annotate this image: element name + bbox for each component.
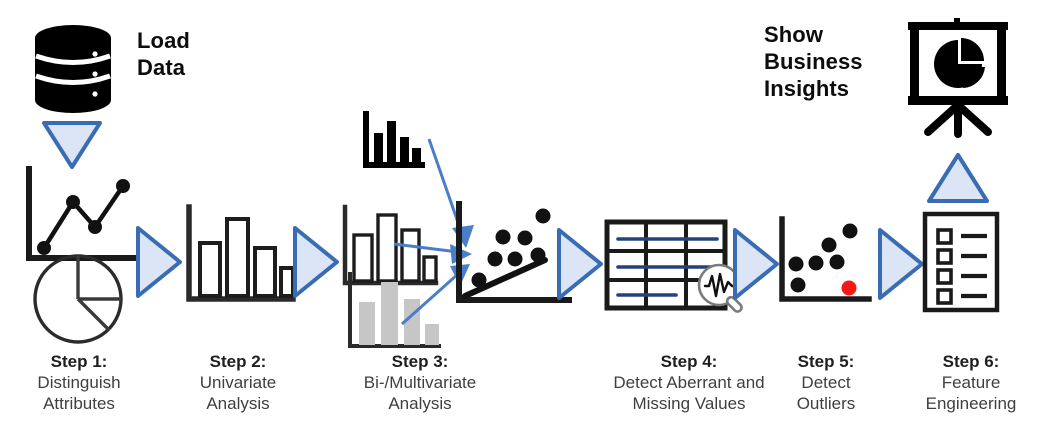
pie-chart-icon xyxy=(30,252,126,346)
arrow-step3-step4 xyxy=(555,226,605,302)
step-desc-1: Distinguish Attributes xyxy=(37,373,121,413)
step-number-1: Step 1: xyxy=(50,352,108,371)
bar-chart-filled-icon xyxy=(362,111,425,174)
bar-chart-outline-icon xyxy=(183,204,296,313)
arrow-insights-up xyxy=(925,151,991,205)
step-label-3: Step 3: Bi-/Multivariate Analysis xyxy=(325,352,515,414)
step-number-4: Step 4: xyxy=(660,352,718,371)
step-label-4: Step 4: Detect Aberrant and Missing Valu… xyxy=(585,352,793,414)
show-business-insights-callout: Show Business Insights xyxy=(764,22,863,101)
line-chart-icon xyxy=(22,165,141,275)
bar-chart-gray-icon xyxy=(345,272,441,358)
step-label-6: Step 6: Feature Engineering xyxy=(898,352,1044,414)
step-number-3: Step 3: xyxy=(391,352,449,371)
step-desc-3: Bi-/Multivariate Analysis xyxy=(363,373,477,413)
step-desc-6: Feature Engineering xyxy=(925,373,1017,413)
checklist-document-icon xyxy=(921,211,1001,313)
step-desc-4: Detect Aberrant and Missing Values xyxy=(613,373,765,413)
step-number-2: Step 2: xyxy=(209,352,267,371)
step-desc-2: Univariate Analysis xyxy=(199,373,277,413)
step-number-5: Step 5: xyxy=(797,352,855,371)
scatter-plot-icon xyxy=(453,201,573,318)
step-label-5: Step 5: Detect Outliers xyxy=(758,352,894,414)
arrow-step4-step5 xyxy=(731,226,781,302)
bar-chart-outline-icon xyxy=(340,204,439,295)
presentation-pie-chart-icon xyxy=(896,18,1020,138)
step-label-2: Step 2: Univariate Analysis xyxy=(163,352,313,414)
arrow-load-data-down xyxy=(41,119,103,171)
step-number-6: Step 6: xyxy=(942,352,1000,371)
step-desc-5: Detect Outliers xyxy=(796,373,856,413)
arrow-step1-step2 xyxy=(134,224,184,300)
arrow-step2-step3 xyxy=(291,224,341,300)
outlier-point xyxy=(841,280,857,296)
database-icon xyxy=(30,22,116,114)
scatter-outlier-icon xyxy=(777,215,872,311)
step-label-1: Step 1: Distinguish Attributes xyxy=(0,352,158,414)
load-data-callout: Load Data xyxy=(137,28,190,80)
arrow-step5-step6 xyxy=(876,226,926,302)
